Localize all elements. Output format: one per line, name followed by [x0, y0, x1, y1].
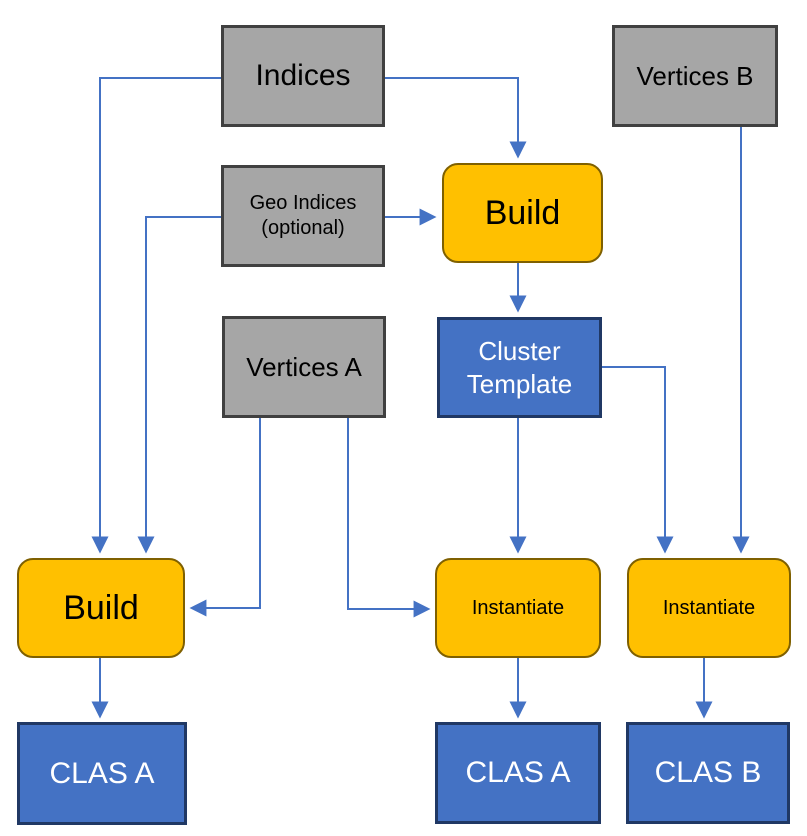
edge-cluster-to-instantiate-right	[602, 366, 674, 554]
node-geo-indices-label-line2: (optional)	[261, 217, 345, 239]
node-instantiate-right: Instantiate	[627, 558, 791, 658]
node-instantiate-center-label: Instantiate	[471, 596, 565, 619]
node-clas-b: CLAS B	[626, 722, 790, 824]
node-instantiate-right-label: Instantiate	[662, 596, 756, 619]
node-cluster-template: Cluster Template	[437, 317, 602, 418]
node-clas-a-left-label: CLAS A	[49, 756, 155, 790]
node-vertices-a: Vertices A	[222, 316, 386, 418]
node-build-left-label: Build	[63, 588, 139, 627]
node-geo-indices: Geo Indices (optional)	[221, 165, 385, 267]
node-build-top-label: Build	[484, 193, 561, 232]
node-clas-b-label: CLAS B	[654, 756, 762, 790]
edge-indices-to-build-top	[385, 77, 527, 159]
node-build-left: Build	[17, 558, 185, 658]
edge-geo-indices-to-build-left	[137, 216, 221, 554]
node-build-top: Build	[442, 163, 603, 263]
node-vertices-a-label: Vertices A	[246, 351, 362, 382]
edge-vertices-a-to-instantiate-center	[347, 418, 431, 618]
edge-vertices-a-to-build-left	[189, 418, 261, 617]
node-clas-a-center-label: CLAS A	[465, 756, 571, 790]
node-clas-a-center: CLAS A	[435, 722, 601, 824]
node-instantiate-center: Instantiate	[435, 558, 601, 658]
node-cluster-template-label-line1: Cluster	[478, 336, 561, 366]
node-vertices-b-label: Vertices B	[636, 60, 754, 91]
node-clas-a-left: CLAS A	[17, 722, 187, 825]
node-cluster-template-label-line2: Template	[466, 368, 573, 399]
edge-indices-to-build-left	[91, 77, 221, 554]
node-indices-label: Indices	[255, 59, 351, 93]
node-indices: Indices	[221, 25, 385, 127]
node-geo-indices-label-line1: Geo Indices	[249, 192, 357, 214]
node-vertices-b: Vertices B	[612, 25, 778, 127]
